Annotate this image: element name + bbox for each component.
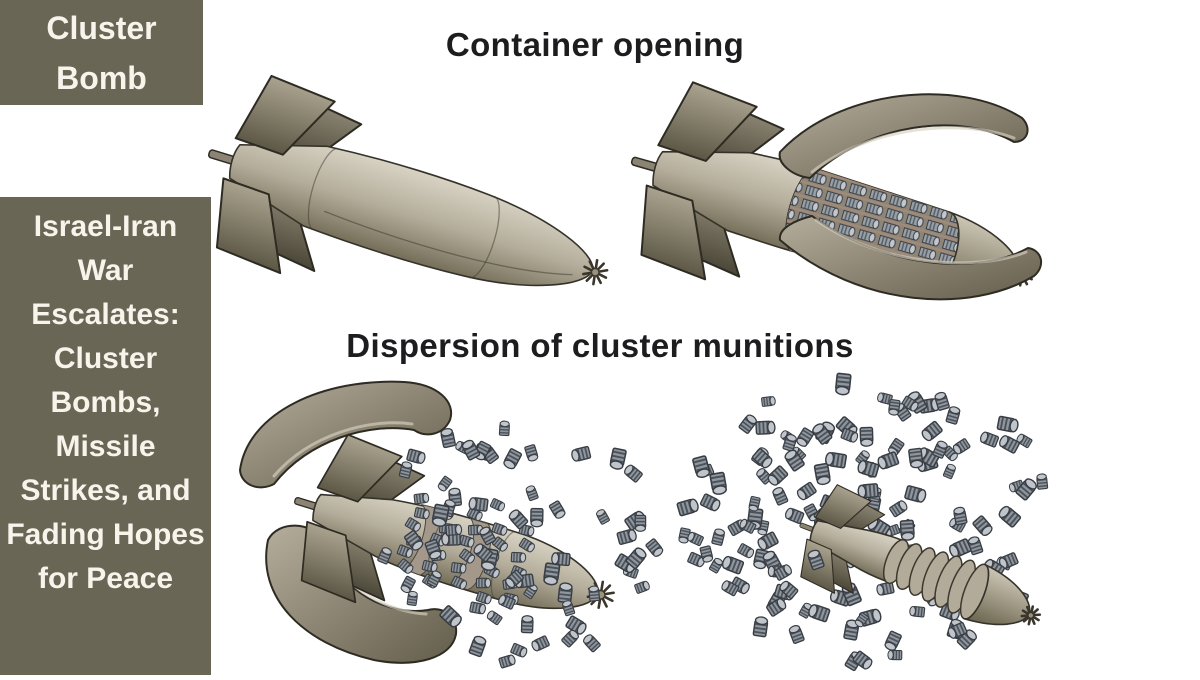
submunition xyxy=(445,523,463,537)
submunition xyxy=(467,633,488,658)
submunition xyxy=(710,527,727,547)
submunition xyxy=(467,496,489,513)
submunition xyxy=(942,462,958,480)
submunition xyxy=(699,492,723,514)
submunition xyxy=(770,485,789,507)
submunition xyxy=(497,653,517,669)
submunition xyxy=(520,614,534,634)
figure-closed-cluster-bomb xyxy=(184,70,609,287)
nose-cone xyxy=(963,563,1031,626)
submunition xyxy=(501,447,523,472)
submunition xyxy=(794,426,815,449)
figure-casing-separation xyxy=(239,380,666,669)
submunition xyxy=(587,585,601,602)
submunition xyxy=(529,507,544,528)
submunition xyxy=(489,497,507,513)
submunition xyxy=(510,551,527,564)
submunition xyxy=(405,448,427,466)
submunition xyxy=(887,649,903,661)
core-tail-cone xyxy=(809,519,903,583)
submunition xyxy=(622,462,644,484)
fuze-spinner-icon xyxy=(1020,605,1042,626)
cluster-bomb-closed xyxy=(184,70,609,287)
casing-top-half xyxy=(778,93,1029,179)
figure-opening-cluster-bomb xyxy=(608,76,1043,301)
submunition xyxy=(524,484,540,502)
submunition xyxy=(875,450,900,471)
heading-dispersion: Dispersion of cluster munitions xyxy=(346,327,854,364)
submunition xyxy=(608,447,628,472)
submunition xyxy=(907,447,925,470)
headline-card: Israel-Iran War Escalates: Cluster Bombs… xyxy=(0,197,211,675)
submunition xyxy=(875,581,896,597)
submunition xyxy=(996,415,1020,434)
submunition xyxy=(468,601,487,616)
submunition xyxy=(952,505,968,526)
submunition xyxy=(594,507,611,526)
submunition xyxy=(787,623,806,645)
submunition xyxy=(996,503,1022,529)
submunition xyxy=(498,420,511,437)
title-card: Cluster Bomb xyxy=(0,0,203,105)
submunition xyxy=(557,581,574,604)
submunition xyxy=(751,447,775,471)
submunition xyxy=(529,634,551,653)
submunition xyxy=(736,542,756,560)
submunition xyxy=(523,443,540,463)
title-card-text: Cluster Bomb xyxy=(46,10,157,96)
submunition xyxy=(971,514,995,539)
submunition xyxy=(616,527,639,546)
bomb-body xyxy=(228,143,594,287)
submunition xyxy=(439,426,457,449)
submunition xyxy=(634,514,647,533)
submunition xyxy=(783,506,805,525)
submunition xyxy=(633,579,652,595)
submunition xyxy=(887,398,901,417)
submunition xyxy=(823,450,848,469)
submunition xyxy=(908,605,926,618)
submunition xyxy=(978,430,1000,449)
submunition xyxy=(888,498,910,518)
empty-dispenser-core xyxy=(783,481,1042,626)
heading-container-opening: Container opening xyxy=(445,26,745,63)
submunition xyxy=(691,454,712,480)
submunition xyxy=(542,561,561,587)
submunition xyxy=(794,481,818,503)
submunition xyxy=(855,458,881,479)
fuze-spinner-icon xyxy=(582,259,609,286)
submunition xyxy=(1035,472,1049,490)
submunition xyxy=(755,420,777,436)
submunition xyxy=(760,395,777,408)
submunition xyxy=(859,426,874,448)
submunition xyxy=(569,445,592,463)
submunition xyxy=(548,499,568,521)
submunition xyxy=(720,554,745,576)
submunition xyxy=(755,530,780,553)
submunition xyxy=(485,609,504,626)
submunition xyxy=(581,632,602,653)
submunition xyxy=(899,519,916,542)
submunition xyxy=(450,561,468,575)
submunition xyxy=(834,372,852,397)
submunition xyxy=(737,412,759,435)
submunition xyxy=(475,577,492,589)
submunition xyxy=(752,615,770,638)
figure-full-dispersion xyxy=(675,372,1049,672)
casing-top-half xyxy=(239,380,453,489)
headline-card-text: Israel-Iran War Escalates: Cluster Bombs… xyxy=(6,210,205,595)
submunition xyxy=(903,484,928,505)
submunition xyxy=(813,462,832,487)
submunition xyxy=(675,497,701,517)
submunition xyxy=(882,629,903,653)
submunition xyxy=(413,492,430,505)
submunition xyxy=(919,419,944,444)
submunition xyxy=(708,471,729,497)
submunition xyxy=(806,602,831,623)
submunition xyxy=(997,433,1021,455)
submunition xyxy=(765,464,790,488)
ribbed-body xyxy=(882,539,990,620)
